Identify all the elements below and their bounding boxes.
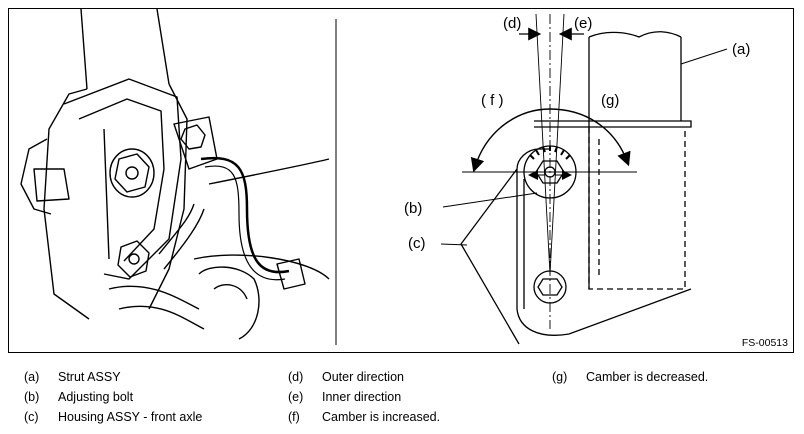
legend-text: Inner direction [322,390,402,404]
leader-b [442,192,538,208]
legend-key: (f) [288,410,300,424]
legend-text: Housing ASSY - front axle [58,410,203,424]
diagram-svg: (a) (b) (c) (d) (e) ( f ) (g) [20,9,750,345]
bracket-plate [63,78,182,280]
legend-text: Camber is decreased. [586,370,709,384]
callout-d: (d) [503,15,521,32]
callout-a: (a) [732,41,750,58]
callout-g: (g) [601,92,619,109]
lower-bolt-hex [117,240,150,278]
legend-item-c: (c) Housing ASSY - front axle [24,410,202,424]
legend-item-f: (f) Camber is increased. [288,410,440,424]
legend-item-a: (a) Strut ASSY [24,370,121,384]
legend-item-b: (b) Adjusting bolt [24,390,133,404]
diagram-frame: (a) (b) (c) (d) (e) ( f ) (g) FS-00513 [8,8,794,353]
arc-g [549,108,631,167]
housing-outline [460,168,520,345]
strut-perspective-illustration [20,9,330,340]
figure-id: FS-00513 [741,337,788,349]
legend-key: (b) [24,390,40,404]
legend-text: Outer direction [322,370,404,384]
legend-text: Strut ASSY [58,370,121,384]
strut-outline-right [148,83,188,310]
legend-text: Camber is increased. [322,410,441,424]
leader-c [440,243,468,246]
strut-flange [534,120,692,128]
legend-item-e: (e) Inner direction [288,390,401,404]
legend-item-d: (d) Outer direction [288,370,404,384]
legend-text: Adjusting bolt [58,390,134,404]
upper-bolt-hex [114,153,150,193]
leader-a [680,48,728,65]
legend-key: (c) [24,410,39,424]
legend-key: (g) [552,370,568,384]
strut-tube [80,9,170,90]
callout-b: (b) [404,200,422,217]
camber-adjust-diagram [440,13,728,345]
arc-f [470,108,551,173]
callout-f: ( f ) [481,92,504,109]
legend-key: (d) [288,370,304,384]
legend-key: (a) [24,370,40,384]
brake-hose [200,156,290,274]
housing-edge [516,169,692,336]
inner-direction-line [549,13,565,275]
legend-item-g: (g) Camber is decreased. [552,370,708,384]
bolt-head-side [33,168,70,202]
legend-key: (e) [288,390,304,404]
outer-direction-line [535,13,551,275]
callout-c: (c) [408,235,426,252]
bracket-inner [78,98,165,262]
hidden-lines [588,127,686,290]
callout-e: (e) [574,15,592,32]
